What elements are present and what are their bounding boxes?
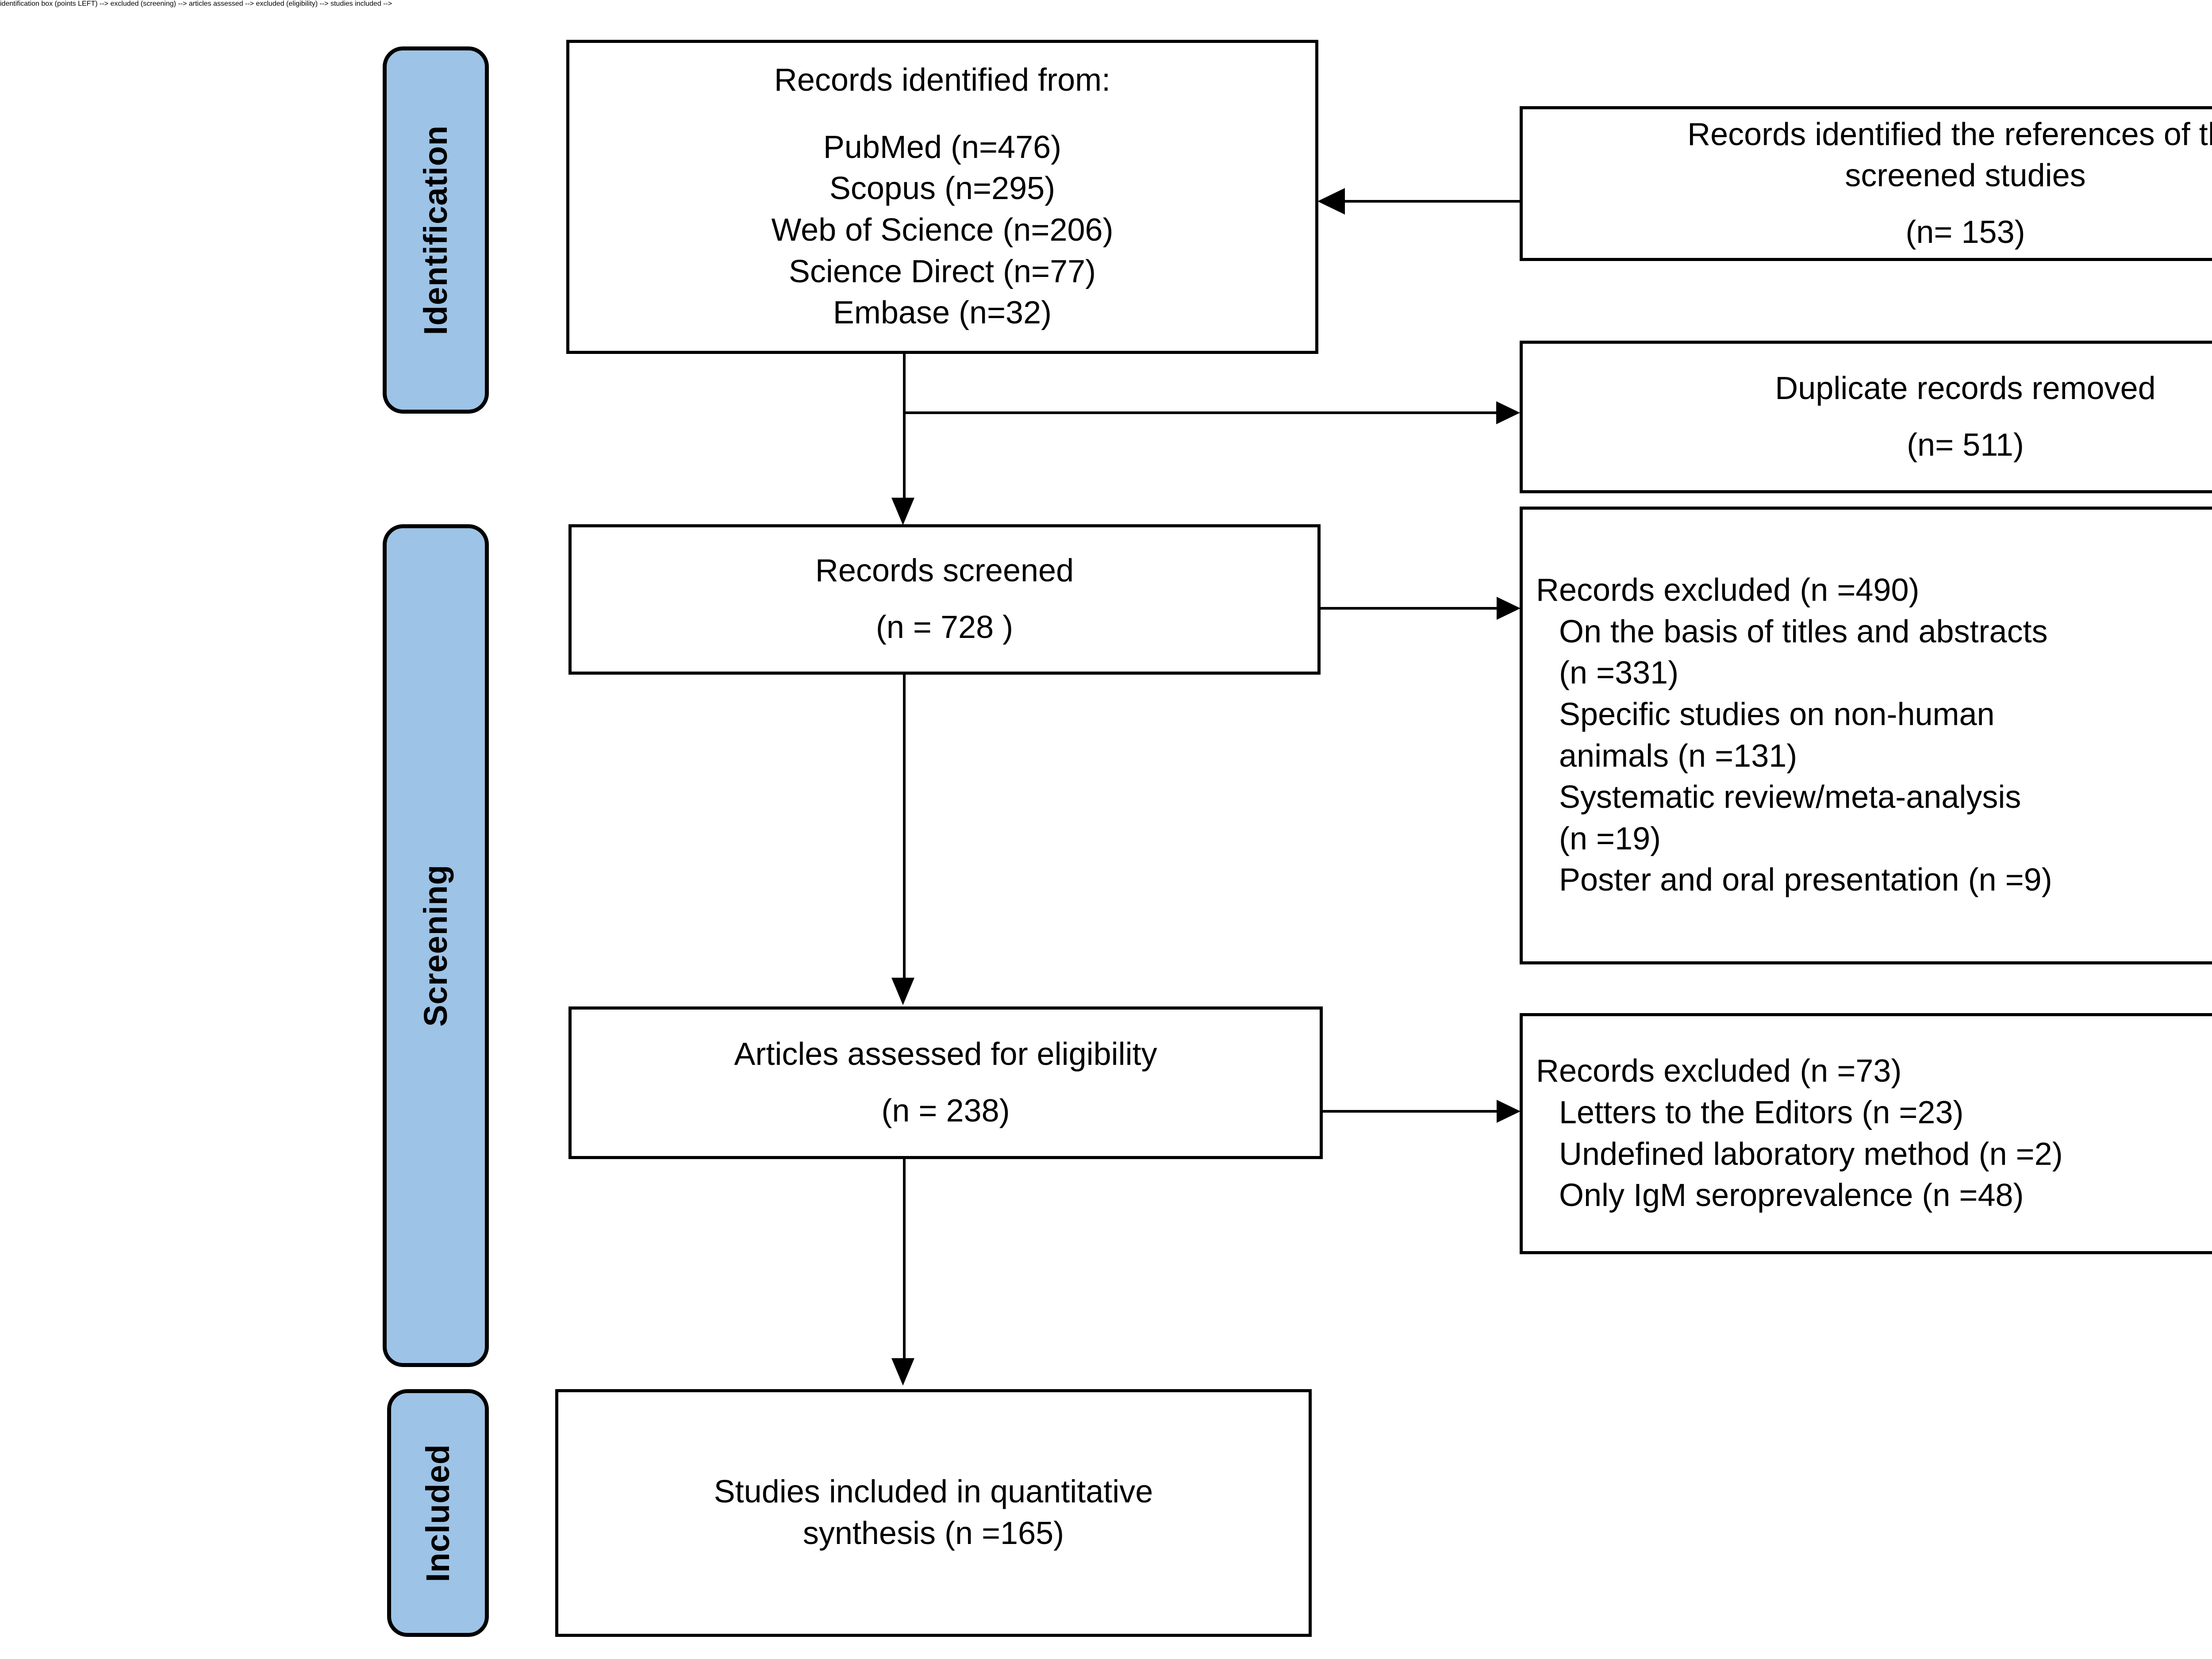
connector-identified-to-screened bbox=[903, 354, 906, 507]
phase-label-included: Included bbox=[419, 1444, 456, 1582]
source-science-direct: Science Direct (n=77) bbox=[788, 253, 1096, 289]
references-identified-line1: Records identified the references of the bbox=[1687, 116, 2212, 152]
exclusion-reason-poster-oral: Poster and oral presentation (n =9) bbox=[1559, 862, 2052, 898]
arrow-right-into-excluded-eligibility bbox=[1497, 1100, 1521, 1123]
studies-included-line1: Studies included in quantitative bbox=[714, 1474, 1153, 1510]
references-identified-line2: screened studies bbox=[1845, 158, 2086, 194]
source-web-of-science: Web of Science (n=206) bbox=[771, 212, 1114, 248]
exclusion-count-titles-abstracts: (n =331) bbox=[1559, 655, 1679, 691]
exclusion-count-non-human: animals (n =131) bbox=[1559, 738, 1797, 774]
box-records-excluded-eligibility: Records excluded (n =73) Letters to the … bbox=[1520, 1013, 2212, 1254]
references-identified-count: (n= 153) bbox=[1905, 214, 2025, 250]
connector-trunk-to-duplicates bbox=[904, 411, 1497, 414]
box-records-excluded-screening: Records excluded (n =490) On the basis o… bbox=[1520, 507, 2212, 964]
source-scopus: Scopus (n=295) bbox=[829, 171, 1056, 207]
phase-tab-included: Included bbox=[387, 1389, 489, 1637]
connector-references-to-identified bbox=[1345, 200, 1522, 203]
source-pubmed: PubMed (n=476) bbox=[823, 129, 1062, 165]
exclusion-reason-non-human: Specific studies on non-human bbox=[1559, 696, 1995, 732]
connector-screened-to-excluded bbox=[1321, 607, 1498, 610]
box-articles-assessed: Articles assessed for eligibility (n = 2… bbox=[568, 1006, 1323, 1159]
box-studies-included: Studies included in quantitative synthes… bbox=[555, 1389, 1312, 1637]
source-embase: Embase (n=32) bbox=[833, 295, 1052, 331]
connector-assessed-to-included bbox=[903, 1159, 906, 1365]
records-excluded-screening-heading: Records excluded (n =490) bbox=[1536, 572, 1920, 608]
arrow-right-into-duplicates bbox=[1496, 401, 1520, 424]
duplicates-removed-label: Duplicate records removed bbox=[1775, 370, 2156, 406]
box-records-identified: Records identified from: PubMed (n=476) … bbox=[566, 40, 1318, 354]
records-identified-heading: Records identified from: bbox=[774, 62, 1111, 98]
exclusion-reason-only-igm: Only IgM seroprevalence (n =48) bbox=[1559, 1178, 2024, 1214]
phase-label-screening: Screening bbox=[417, 864, 454, 1027]
connector-assessed-to-excluded bbox=[1323, 1110, 1498, 1113]
connector-screened-to-assessed bbox=[903, 675, 906, 987]
arrow-down-into-screened bbox=[891, 498, 914, 525]
phase-tab-screening: Screening bbox=[383, 524, 489, 1367]
box-references-identified: Records identified the references of the… bbox=[1520, 106, 2212, 261]
phase-tab-identification: Identification bbox=[383, 46, 489, 414]
arrow-left-into-identified bbox=[1317, 188, 1345, 215]
phase-label-identification: Identification bbox=[417, 125, 454, 335]
arrow-down-into-included bbox=[891, 1358, 914, 1386]
records-excluded-eligibility-heading: Records excluded (n =73) bbox=[1536, 1053, 1902, 1089]
studies-included-line2: synthesis (n =165) bbox=[803, 1516, 1064, 1551]
box-duplicates-removed: Duplicate records removed (n= 511) bbox=[1520, 341, 2212, 493]
exclusion-reason-titles-abstracts: On the basis of titles and abstracts bbox=[1559, 614, 2048, 649]
arrow-down-into-assessed bbox=[891, 978, 914, 1005]
exclusion-reason-systematic-review: Systematic review/meta-analysis bbox=[1559, 780, 2021, 815]
box-records-screened: Records screened (n = 728 ) bbox=[568, 524, 1321, 675]
exclusion-count-systematic-review: (n =19) bbox=[1559, 821, 1661, 856]
records-screened-count: (n = 728 ) bbox=[876, 610, 1014, 645]
duplicates-removed-count: (n= 511) bbox=[1907, 427, 2024, 463]
exclusion-reason-letters-editors: Letters to the Editors (n =23) bbox=[1559, 1094, 1964, 1130]
arrow-right-into-excluded-screening bbox=[1497, 597, 1521, 620]
articles-assessed-label: Articles assessed for eligibility bbox=[734, 1036, 1157, 1072]
articles-assessed-count: (n = 238) bbox=[881, 1093, 1010, 1129]
records-screened-label: Records screened bbox=[815, 553, 1074, 589]
exclusion-reason-undefined-lab-method: Undefined laboratory method (n =2) bbox=[1559, 1136, 2063, 1172]
